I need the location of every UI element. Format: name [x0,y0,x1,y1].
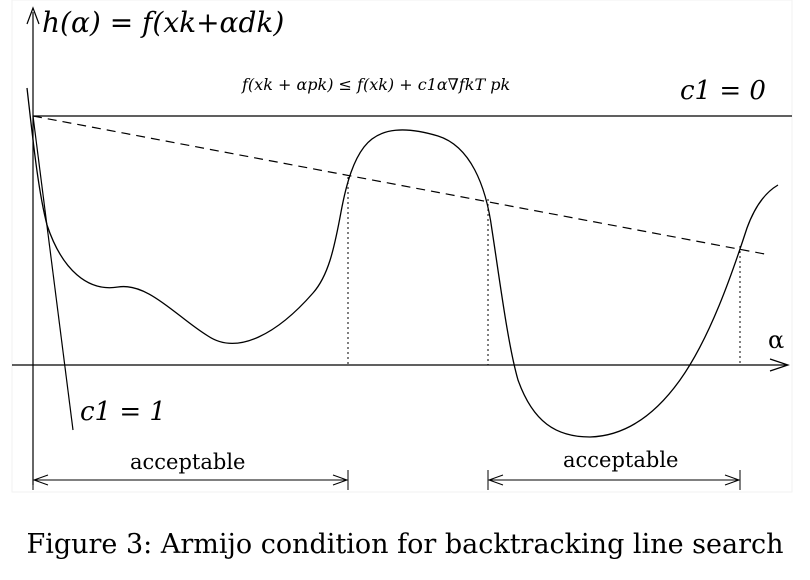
figure-panel [11,0,793,493]
label-c1-zero: c1 = 0 [680,76,766,106]
armijo-diagram: h(α) = f(xk+αdk) f(xk + αpk) ≤ f(xk) + c… [11,0,793,493]
line-c1-one [32,115,74,431]
label-c1-one: c1 = 1 [80,397,166,427]
armijo-dashed-line [32,115,771,256]
interval-1-label: acceptable [130,450,245,474]
condition-formula: f(xk + αpk) ≤ f(xk) + c1α∇fkT pk [241,75,510,94]
x-axis-arrow [769,358,790,372]
y-axis-arrow [26,6,40,25]
interval-1-arrowhead-right [332,474,349,486]
x-axis-label: α [768,326,784,354]
interval-2-arrowhead-right [724,474,741,486]
y-axis-label: h(α) = f(xk+αdk) [42,6,284,39]
interval-2-label: acceptable [563,448,678,472]
interval-1-arrowhead-left [32,474,49,486]
interval-2-arrowhead-left [487,474,504,486]
figure-caption: Figure 3: Armijo condition for backtrack… [26,529,784,560]
function-curve [26,87,779,438]
